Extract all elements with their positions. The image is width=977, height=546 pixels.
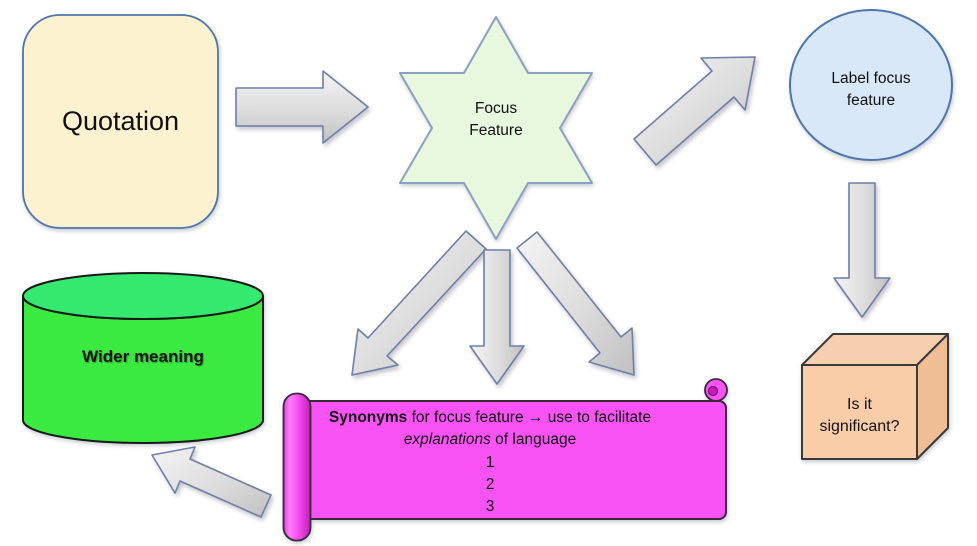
scroll-item-2: 2 (485, 475, 495, 493)
arrow-quotation-to-star (235, 70, 369, 144)
quotation-text: Quotation (61, 106, 180, 136)
cylinder-shape (22, 272, 264, 444)
scroll-text-line2: explanations of language (403, 431, 577, 449)
cylinder-text: Wider meaning (82, 347, 204, 366)
scroll-shape (282, 378, 728, 542)
cube-shape (801, 333, 949, 460)
cube-text-line1: Is it (847, 396, 872, 413)
scroll-right-curl-spiral (707, 385, 719, 397)
scroll-item-1: 1 (485, 453, 495, 471)
scroll-item-3: 3 (485, 498, 495, 516)
label-focus-circle-shape (789, 9, 953, 161)
scroll-label: Synonyms for focus feature → use to faci… (300, 407, 680, 518)
scroll-left-roll (282, 392, 312, 542)
circle-text-line2: feature (846, 92, 896, 109)
quotation-label: Quotation (23, 15, 218, 228)
label-focus-circle-label: Label focus feature (771, 68, 971, 112)
scroll-text-bold: Synonyms (328, 409, 408, 426)
star-label: Focus Feature (396, 98, 596, 141)
arrow-star-to-circle (633, 56, 756, 166)
quotation-shape (22, 14, 219, 229)
cylinder-label: Wider meaning (43, 347, 243, 367)
scroll-text-line1: Synonyms for focus feature → use to faci… (328, 409, 652, 426)
cube-label: Is it significant? (802, 394, 917, 438)
arrow-scroll-to-cylinder (151, 446, 272, 518)
star-text-line2: Feature (469, 121, 523, 139)
star-shape (399, 16, 593, 240)
arrow-star-to-scroll-right (516, 231, 635, 376)
arrow-circle-to-cube (833, 182, 891, 318)
arrow-star-to-scroll-left (351, 230, 487, 376)
star-text-line1: Focus (474, 100, 518, 117)
scroll-text-italic: explanations (403, 431, 491, 449)
cube-front-face (801, 364, 918, 460)
circle-text-line1: Label focus (831, 70, 911, 87)
arrow-star-to-scroll-center (469, 249, 525, 385)
cube-text-line2: significant? (819, 418, 900, 435)
cylinder-top (22, 272, 264, 320)
